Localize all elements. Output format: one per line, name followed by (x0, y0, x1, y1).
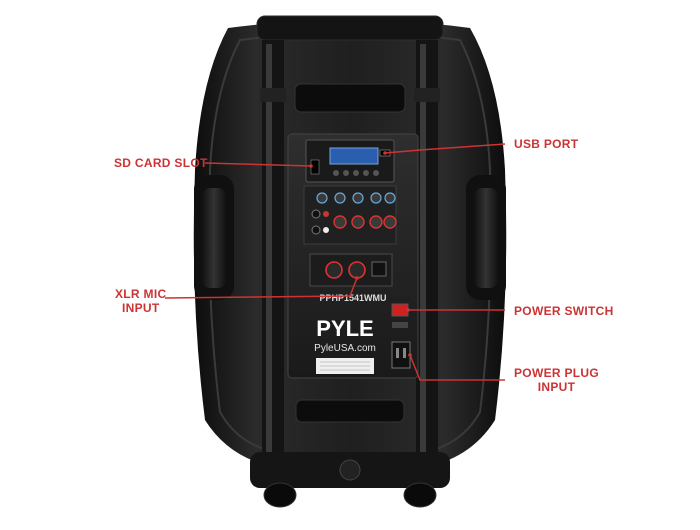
trolley-handle (256, 15, 444, 470)
label-xlr-mic-line1: XLR MIC (115, 287, 167, 301)
lcd-display (329, 147, 379, 165)
rear-control-panel: PPHP1541WMU PYLE PyleUSA.com (287, 133, 419, 379)
top-grip (294, 83, 406, 113)
xlr-mic-leader (164, 277, 358, 299)
brand-logo: PYLE (316, 316, 373, 341)
volume-knobs (333, 215, 397, 229)
label-power-plug-input: POWER PLUG INPUT (514, 366, 599, 394)
power-plug-leader (409, 354, 505, 381)
power-switch (391, 303, 409, 317)
power-plug-input (391, 341, 411, 369)
line-jacks (311, 209, 329, 235)
eq-knobs (316, 192, 396, 204)
wheel-base (250, 452, 450, 508)
sd-card-leader (204, 162, 312, 167)
brand-website: PyleUSA.com (314, 343, 376, 354)
xlr-mic-input-1 (325, 261, 343, 279)
bottom-grip (295, 399, 405, 423)
label-sd-card-slot: SD CARD SLOT (114, 156, 208, 170)
usb-port-leader (384, 143, 506, 154)
battery-indicator (392, 322, 408, 328)
label-power-plug-line2: INPUT (537, 380, 576, 394)
label-power-plug-line1: POWER PLUG (514, 366, 600, 380)
left-side-handle (194, 175, 234, 300)
model-number: PPHP1541WMU (319, 293, 386, 303)
xlr-mic-input-2 (348, 261, 366, 279)
label-usb-port: USB PORT (514, 137, 579, 151)
label-power-switch: POWER SWITCH (514, 304, 614, 318)
label-xlr-mic-line2: INPUT (121, 301, 160, 315)
label-xlr-mic-input: XLR MIC INPUT (115, 287, 166, 315)
right-side-handle (466, 175, 506, 300)
